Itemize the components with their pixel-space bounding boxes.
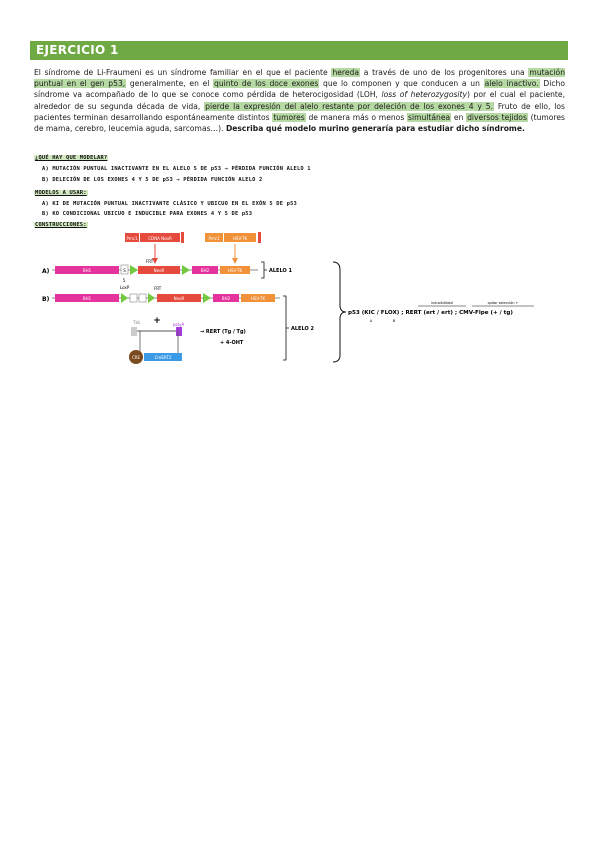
highlight: diversos tejidos <box>466 112 528 122</box>
exon-label: S <box>123 268 126 273</box>
highlight: alelo inactivo. <box>483 79 540 89</box>
promoter-label: Pmc1 <box>208 236 220 241</box>
note-model-b: B) KO CONDICIONAL UBICUO E INDUCIBLE PAR… <box>42 211 253 217</box>
note-heading-models: MODELOS A USAR: <box>34 190 88 196</box>
cdna-label: CDNA NeoR <box>148 236 172 241</box>
ert-label: CreERT2 <box>155 355 172 360</box>
note-heading-constructs: CONSTRUCCIONES: <box>34 222 88 228</box>
italic-text: loss of heterozygosity <box>381 90 468 100</box>
neo-label: NeoR <box>154 268 165 273</box>
cre-label: CRE <box>132 355 141 360</box>
cross-a: A <box>370 319 373 323</box>
note-model-a: A) KI DE MUTACIÓN PUNTUAL INACTIVANTE CL… <box>42 201 297 207</box>
rert-note: → RERT (Tg / Tg) <box>200 329 246 335</box>
text: Dicho síndrome va acompañado de lo que s… <box>34 79 565 100</box>
frt-label-b: FRT <box>154 286 162 291</box>
text: de manera más o menos <box>305 112 408 122</box>
homology-arm-2 <box>192 266 218 274</box>
loxp-label: LoxP <box>120 285 130 290</box>
plus-sign: + <box>153 316 161 326</box>
promoter-label: Tbk <box>132 320 141 325</box>
ert-box <box>144 353 182 361</box>
question-text: Describa qué modelo murino generaría par… <box>225 124 525 134</box>
tk-cassette-b <box>241 294 275 302</box>
highlight: pierde la expresión del alelo restante p… <box>204 101 494 111</box>
oht-note: + 4-OHT <box>220 340 244 346</box>
neo-cassette-b <box>157 294 201 302</box>
highlight: hereda <box>331 68 361 77</box>
tk-label: HSV-TK <box>228 268 243 273</box>
annotation-selection: quitar selección + <box>488 301 519 305</box>
exercise-title: EJERCICIO 1 <box>36 43 119 57</box>
note-item-b: B) DELECIÓN DE LOS EXONES 4 Y 5 DE p53 →… <box>42 177 263 183</box>
neo-cassette <box>138 266 180 274</box>
tk-cassette <box>220 266 250 274</box>
row-b-label: B) <box>42 296 50 303</box>
allele-2-label: ALELO 2 <box>291 326 314 332</box>
highlight: quinto de los doce exones <box>213 79 320 89</box>
hr1-label: BH1 <box>83 296 92 301</box>
exon-box <box>120 264 129 275</box>
top-tk-cassette: Pmc1 HSV-TK <box>205 232 261 243</box>
cre-circle <box>129 350 143 364</box>
exon-number: 5 <box>123 278 126 283</box>
cross-b: B <box>393 319 396 323</box>
highlight: tumores <box>272 112 306 122</box>
promoter-label: Pmc1 <box>126 236 138 241</box>
text: en <box>451 112 467 122</box>
annotation-inducibility: inducibilidad <box>431 301 453 305</box>
homology-arm-2b <box>213 294 239 302</box>
hr2-label-b: BH2 <box>222 296 231 301</box>
homology-arm-1 <box>55 266 119 274</box>
text: generalmente, en el <box>126 79 214 89</box>
text: que lo componen y que conducen a un <box>319 79 484 89</box>
tk-label-b: HSV-TK <box>251 296 266 301</box>
cross-genotype: p53 (KIC / FLOX) ; RERT (ert / ert) ; CM… <box>348 310 513 316</box>
exercise-banner: EJERCICIO 1 <box>30 41 568 60</box>
text: (tumores de mama, cerebro, leucemia agud… <box>34 112 566 134</box>
hr1-label: BH1 <box>83 268 92 273</box>
frt-label: FRT <box>146 259 154 264</box>
text: Fruto de ello, los pacientes terminan de… <box>34 101 565 122</box>
homology-arm-1b <box>55 294 119 302</box>
hr2-label: BH2 <box>201 268 210 273</box>
top-neo-cassette: Pmc1 CDNA NeoR <box>125 232 184 243</box>
text: El síndrome de Li-Fraumeni es un síndrom… <box>34 68 332 77</box>
neo-label-b: NeoR <box>174 296 185 301</box>
note-item-a: A) MUTACIÓN PUNTUAL INACTIVANTE EN EL AL… <box>42 166 311 172</box>
text: ) por el cual el paciente, alrededor de … <box>34 90 565 111</box>
polya-label: polyA <box>173 322 184 327</box>
text: a través de uno de los progenitores una <box>360 68 529 77</box>
tk-label: HSV-TK <box>233 236 248 241</box>
highlight: simultánea <box>407 112 452 122</box>
statement-paragraph: El síndrome de Li-Fraumeni es un síndrom… <box>34 67 566 134</box>
row-a-label: A) <box>42 268 50 275</box>
note-heading-what: ¿QUÉ HAY QUE MODELAR? <box>34 155 109 161</box>
allele-1-label: ALELO 1 <box>269 268 292 274</box>
